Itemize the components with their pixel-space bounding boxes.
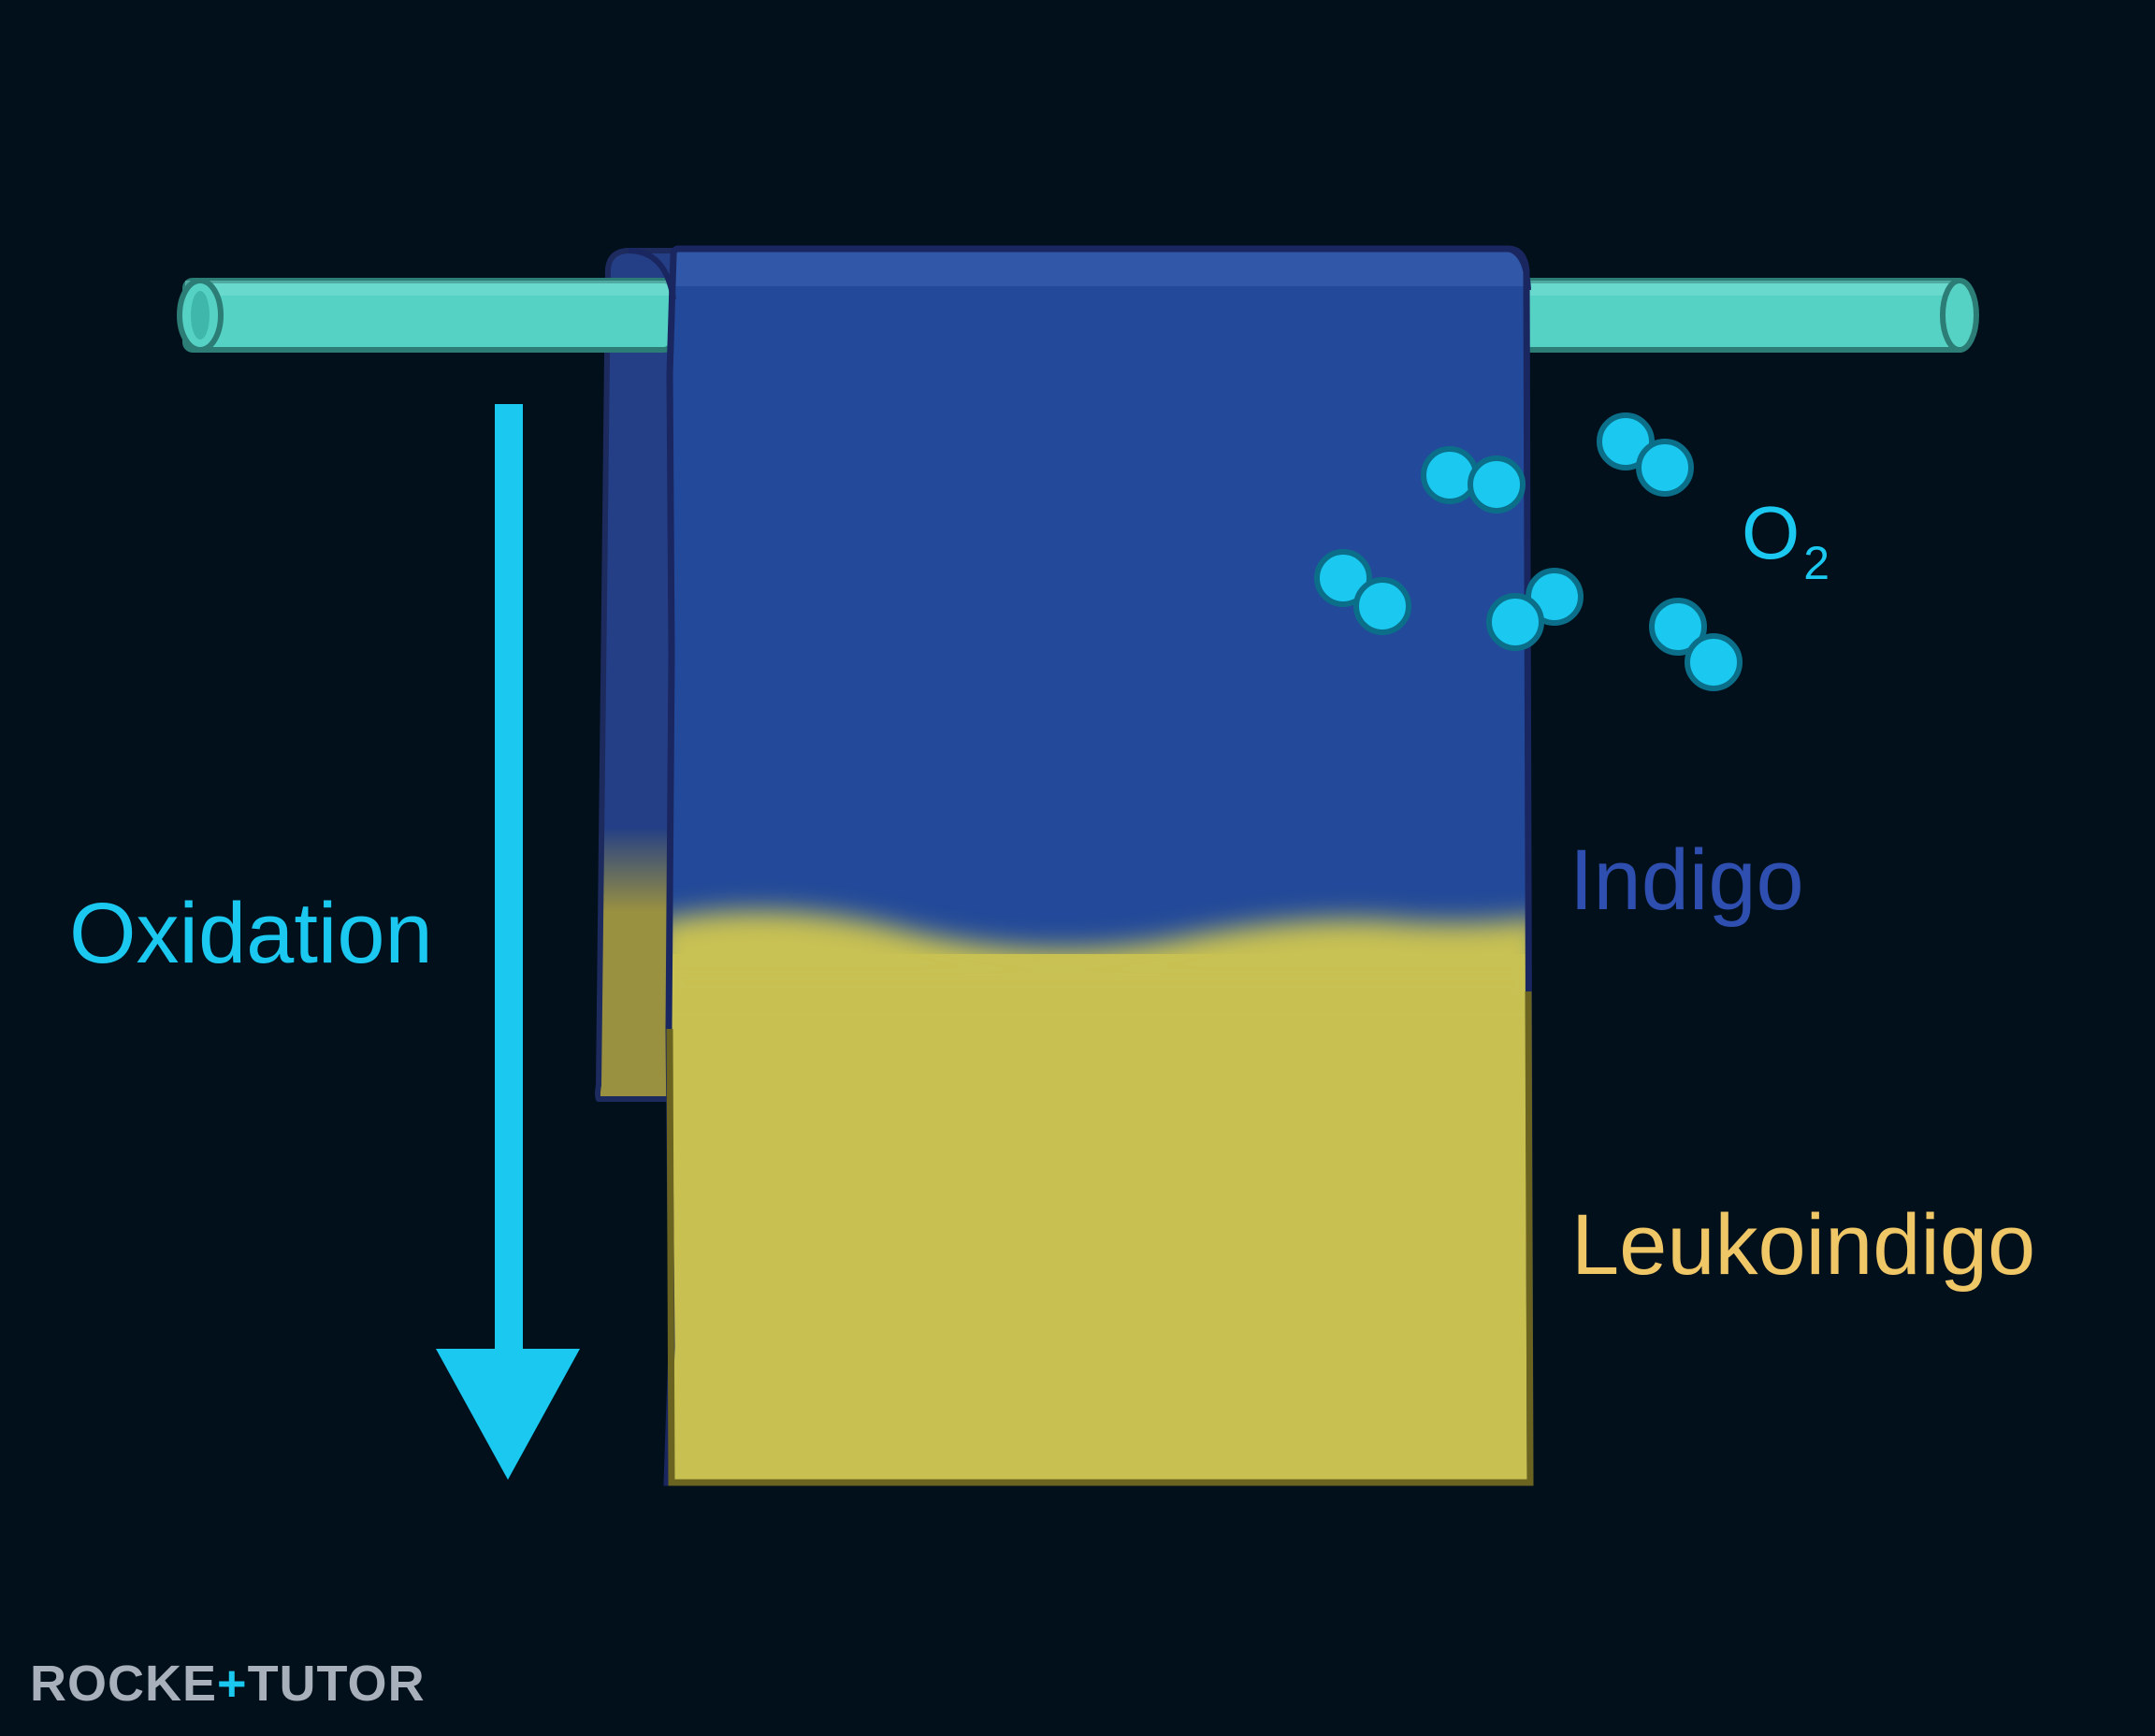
brand-part-3: R — [387, 1656, 426, 1712]
brand-part-2: TUTO — [247, 1656, 388, 1712]
down-arrow-icon — [436, 404, 580, 1480]
oxygen-molecule-icon — [1649, 598, 1743, 691]
oxygen-formula-label: O2 — [1742, 496, 1830, 589]
indigo-label: Indigo — [1569, 832, 1804, 928]
oxidation-label: Oxidation — [69, 886, 433, 981]
oxygen-molecule-icon — [1486, 568, 1584, 651]
cloth-front — [628, 245, 1534, 1486]
cloth-back-flap — [595, 248, 676, 1102]
oxygen-molecules — [1314, 412, 1743, 691]
brand-plus: + — [217, 1656, 248, 1712]
brand-logo: ROCKE+TUTOR — [30, 1658, 426, 1709]
oxygen-molecule-icon — [1314, 549, 1411, 635]
oxygen-molecule-icon — [1597, 412, 1694, 497]
oxygen-symbol: O — [1742, 491, 1801, 574]
leukoindigo-label: Leukoindigo — [1571, 1197, 2036, 1293]
oxygen-subscript: 2 — [1803, 537, 1830, 589]
oxygen-molecule-icon — [1421, 446, 1526, 514]
brand-part-1: ROCKE — [30, 1656, 218, 1712]
